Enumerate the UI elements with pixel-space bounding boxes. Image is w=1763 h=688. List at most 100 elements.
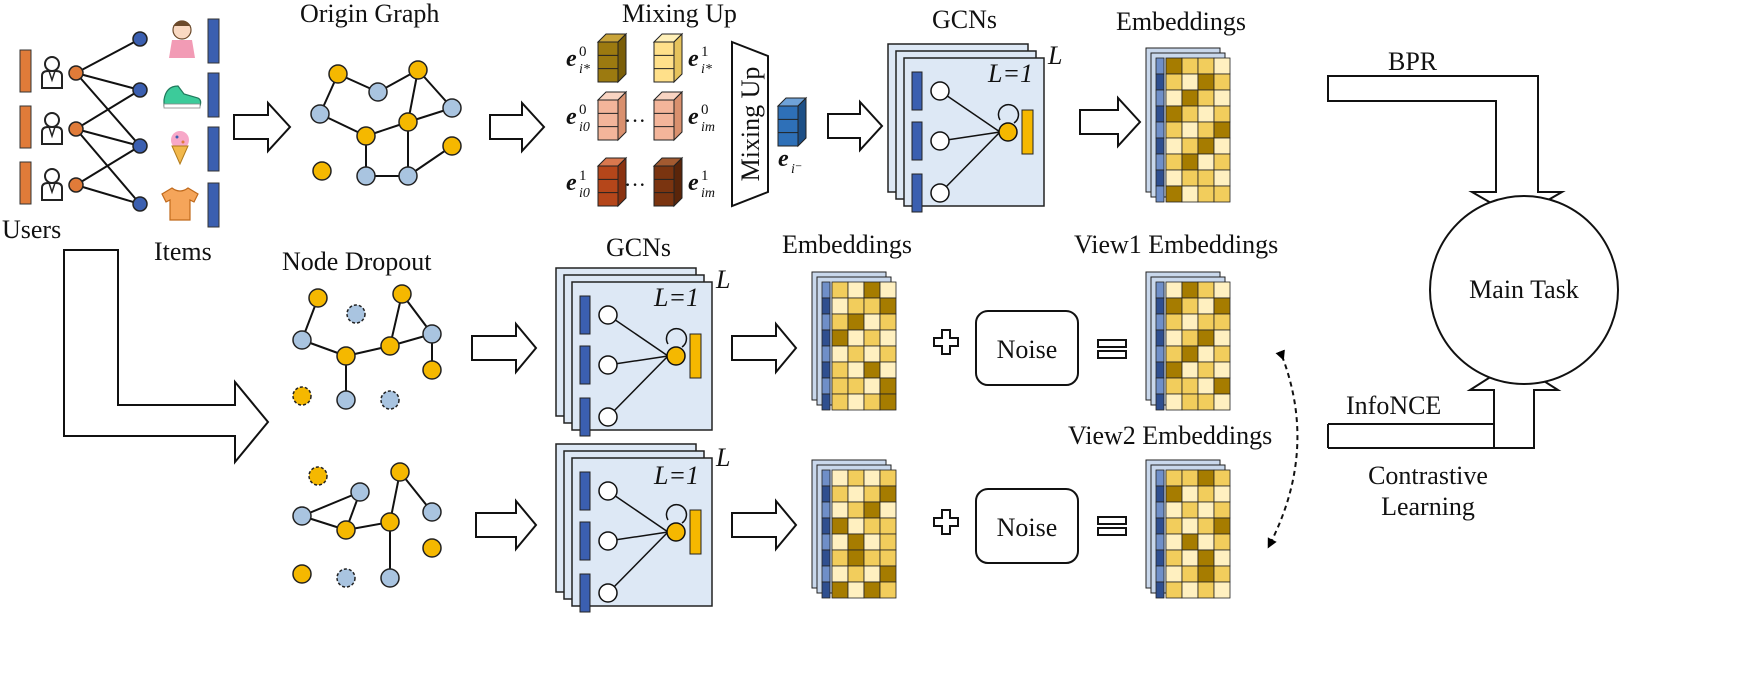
embedding-id-cell	[1155, 361, 1165, 379]
embedding-cell	[1213, 89, 1231, 107]
embedding-cell	[831, 565, 849, 583]
embedding-cell	[1181, 517, 1199, 535]
embedding-cell	[1181, 57, 1199, 75]
dropout-graph-2	[292, 462, 442, 588]
embedding-cell	[1213, 565, 1231, 583]
cube-e-istar-0	[596, 32, 628, 84]
ice-cream-icon	[171, 131, 189, 166]
embedding-cell	[1197, 73, 1215, 91]
embedding-cell	[863, 361, 881, 379]
gcn-input-bar	[579, 471, 591, 511]
embedding-cell	[1197, 393, 1215, 411]
embedding-id-cell	[1155, 581, 1165, 599]
gcn-neighbor-node	[930, 81, 950, 101]
user-nodes	[68, 65, 84, 193]
embedding-cell	[1197, 377, 1215, 395]
embedding-cell	[847, 517, 865, 535]
embedding-id-cell	[821, 565, 831, 583]
svg-text:1: 1	[701, 44, 709, 60]
embedding-id-cell	[821, 485, 831, 503]
embedding-cell	[847, 581, 865, 599]
embedding-cell	[1213, 105, 1231, 123]
gcns-mid-title: GCNs	[606, 233, 671, 262]
embedding-cell	[831, 361, 849, 379]
embedding-cell	[879, 533, 897, 551]
label-e-im-0: e 0 im	[688, 102, 715, 135]
embedding-id-cell	[1155, 469, 1165, 487]
svg-text:Mixing Up: Mixing Up	[736, 67, 765, 182]
layer-label-bot: L	[715, 443, 730, 472]
embedding-id-cell	[1155, 345, 1165, 363]
gcn-input-bar	[911, 121, 923, 161]
gcn-output-bar	[1021, 109, 1034, 155]
arrow-gcn-to-emb-top	[1079, 95, 1142, 149]
gcn-target-node	[998, 122, 1018, 142]
embedding-cell	[863, 501, 881, 519]
embedding-cell	[1165, 121, 1183, 139]
cube-e-im-1	[652, 156, 684, 208]
embedding-cell	[1181, 313, 1199, 331]
embedding-cell	[879, 565, 897, 583]
arrow-origin-to-mixing	[489, 100, 546, 154]
embedding-cell	[1181, 581, 1199, 599]
embedding-cell	[831, 501, 849, 519]
svg-text:1: 1	[701, 168, 709, 184]
embedding-cell	[1181, 533, 1199, 551]
embedding-cell	[1165, 105, 1183, 123]
embedding-cell	[1197, 105, 1215, 123]
doll-icon	[169, 20, 195, 58]
cube-e-istar-1	[652, 32, 684, 84]
mixing-up-title: Mixing Up	[622, 0, 737, 28]
embedding-cell	[879, 549, 897, 567]
embedding-id-cell	[821, 469, 831, 487]
gcn-neighbor-node	[930, 131, 950, 151]
embedding-id-cell	[1155, 329, 1165, 347]
embedding-id-cell	[821, 297, 831, 315]
gcn-input-bar	[579, 345, 591, 385]
embedding-cell	[1165, 533, 1183, 551]
hollow-arrows	[63, 75, 1566, 552]
embedding-cubes	[596, 32, 808, 208]
arrow-dropout-to-gcn-bot	[475, 498, 538, 552]
bipartite-edges	[75, 38, 141, 205]
embedding-cell	[1197, 169, 1215, 187]
plus-sign-2	[933, 509, 959, 535]
embedding-matrix-bot	[811, 459, 897, 599]
embedding-cell	[1181, 153, 1199, 171]
gcn-target-node	[666, 346, 686, 366]
embedding-cell	[1197, 485, 1215, 503]
embedding-id-cell	[821, 501, 831, 519]
embeddings-top-title: Embeddings	[1116, 7, 1246, 36]
embedding-cell	[1165, 345, 1183, 363]
embedding-cell	[1165, 329, 1183, 347]
embedding-cell	[1213, 281, 1231, 299]
embedding-cell	[1197, 565, 1215, 583]
embedding-cell	[1197, 361, 1215, 379]
noise-box-2	[975, 488, 1079, 564]
embedding-id-cell	[821, 361, 831, 379]
embedding-cell	[1165, 313, 1183, 331]
embedding-cell	[831, 469, 849, 487]
noise-label-2: Noise	[997, 513, 1058, 542]
embedding-cell	[1181, 281, 1199, 299]
cube-e-i0-1	[596, 156, 628, 208]
embedding-id-cell	[1155, 533, 1165, 551]
embedding-cell	[847, 393, 865, 411]
embedding-cell	[847, 345, 865, 363]
infonce-label: InfoNCE	[1346, 391, 1441, 420]
embedding-cell	[863, 281, 881, 299]
embeddings-mid-title: Embeddings	[782, 230, 912, 259]
embedding-cell	[847, 329, 865, 347]
embedding-cell	[1181, 73, 1199, 91]
embedding-cell	[1213, 73, 1231, 91]
embedding-cell	[1197, 469, 1215, 487]
embedding-cell	[1165, 501, 1183, 519]
gcn-block-mid	[555, 267, 713, 437]
svg-text:e: e	[566, 104, 577, 130]
mixing-labels: e 0 i* e 0 i0 e 1 i0 e 1 i* e 0 im e 1 i…	[566, 44, 802, 201]
svg-text:im: im	[701, 120, 715, 135]
embedding-cell	[879, 313, 897, 331]
arrow-bipartite-to-origin	[233, 100, 292, 154]
arrow-bent-to-dropout	[63, 249, 270, 465]
embedding-cell	[879, 485, 897, 503]
